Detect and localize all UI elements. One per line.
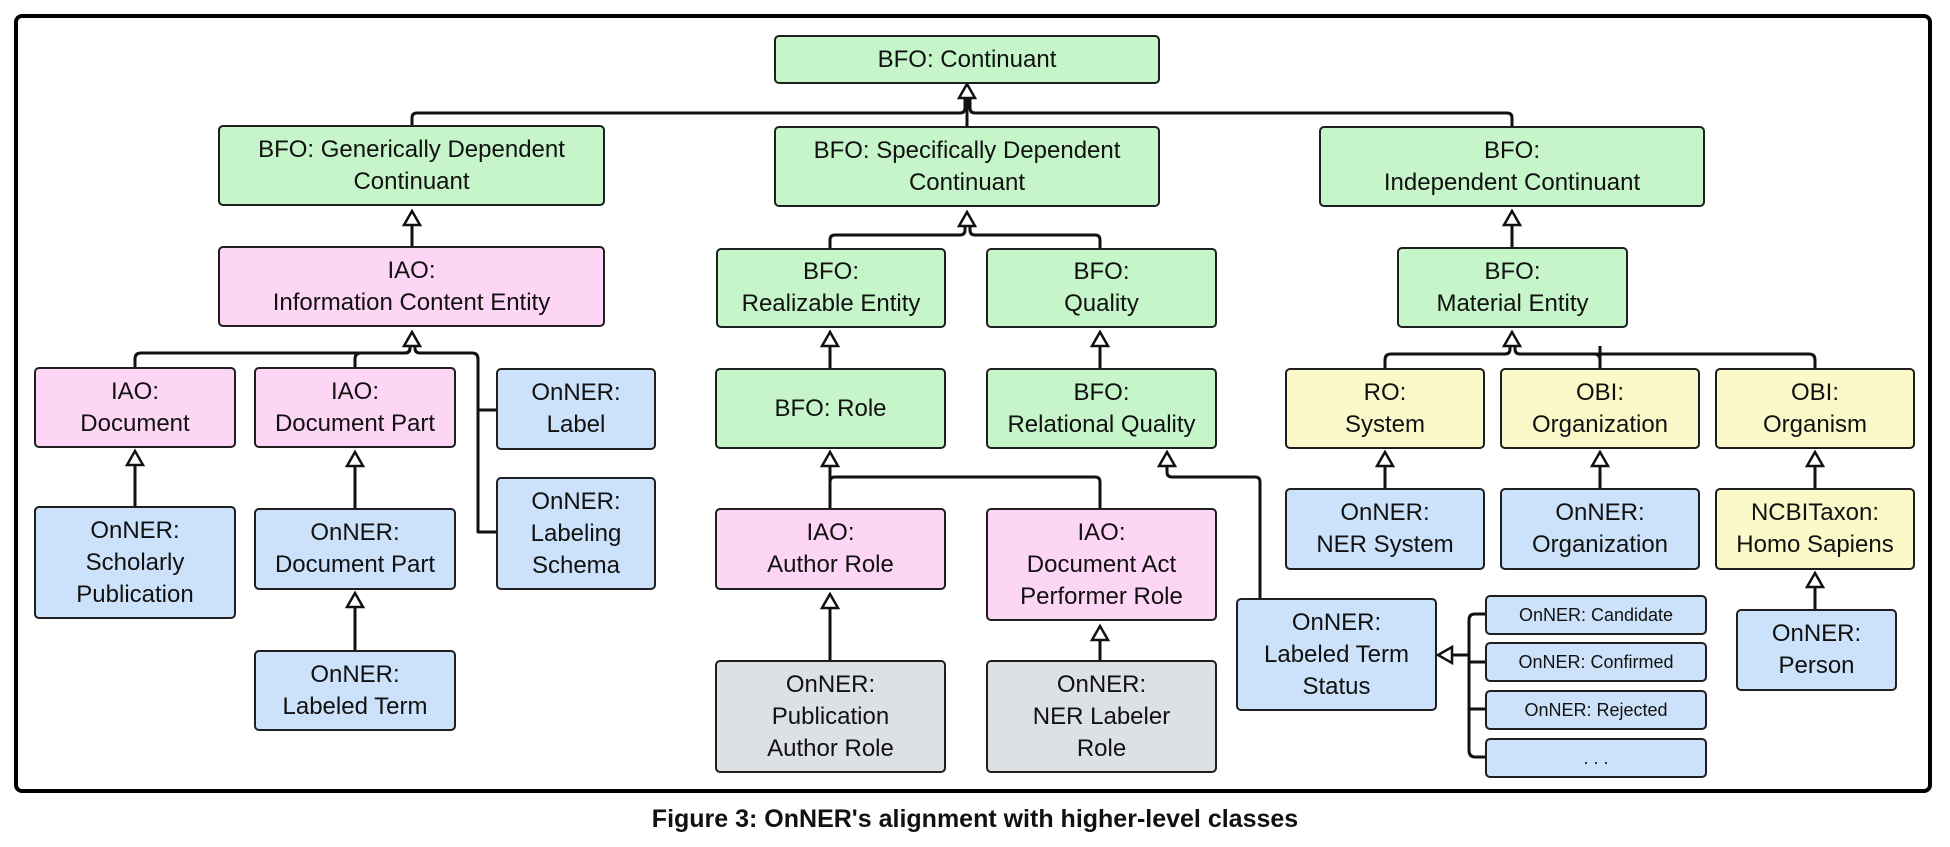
node-onner-candidate: OnNER: Candidate [1485,595,1707,635]
arrowhead-iao-document [124,448,146,467]
node-bfo-specifically-dependent-continuant: BFO: Specifically Dependent Continuant [774,126,1160,207]
arrowhead-iao-docpart [344,449,366,468]
node-onner-labeled-term: OnNER: Labeled Term [254,650,456,731]
arrowhead-ic [1501,208,1523,227]
edge-docpart-to-ice [353,346,412,367]
edge-status-values [1452,612,1485,759]
edge-gdc-to-continuant [410,98,967,125]
node-bfo-material-entity: BFO: Material Entity [1397,247,1628,328]
node-onner-ellipsis: . . . [1485,738,1707,778]
arrowhead-onner-docpart [344,590,366,609]
arrowhead-doc-act [1089,623,1111,642]
arrowhead-role [819,449,841,468]
arrowhead-continuant [956,81,978,100]
arrowhead-relquality [1156,449,1178,468]
edge-org-to-material [1513,346,1602,368]
arrowhead-author-role [819,591,841,610]
node-ncbitaxon-homo-sapiens: NCBITaxon: Homo Sapiens [1715,488,1915,570]
node-onner-ner-system: OnNER: NER System [1285,488,1485,570]
node-onner-publication-author-role: OnNER: Publication Author Role [715,660,946,773]
node-onner-document-part: OnNER: Document Part [254,508,456,590]
node-bfo-realizable-entity: BFO: Realizable Entity [716,248,946,328]
node-onner-ner-labeler-role: OnNER: NER Labeler Role [986,660,1217,773]
edge-system-to-material [1383,346,1512,368]
node-onner-label: OnNER: Label [496,368,656,450]
arrowhead-homo [1804,570,1826,589]
edge-realizable-to-sdc [828,226,967,248]
node-iao-information-content-entity: IAO: Information Content Entity [218,246,605,327]
figure-caption: Figure 3: OnNER's alignment with higher-… [651,805,1299,833]
diagram-frame [14,14,1932,793]
edge-ic-to-continuant [968,98,1514,126]
node-iao-document: IAO: Document [34,367,236,448]
node-onner-person: OnNER: Person [1736,609,1897,691]
node-onner-rejected: OnNER: Rejected [1485,690,1707,730]
arrowhead-material [1501,329,1523,348]
arrowhead-realizable [819,329,841,348]
arrowhead-sdc [956,209,978,228]
node-bfo-continuant: BFO: Continuant [774,35,1160,84]
node-iao-author-role: IAO: Author Role [715,508,946,590]
node-onner-organization: OnNER: Organization [1500,488,1700,570]
node-bfo-role: BFO: Role [715,368,946,449]
node-onner-labeled-term-status: OnNER: Labeled Term Status [1236,598,1437,711]
edge-document-to-ice [133,346,412,367]
arrowhead-lt-status [1435,644,1454,666]
edge-ltstatus-to-relquality [1165,466,1262,598]
arrowhead-system [1374,449,1396,468]
edge-organism-to-material [1520,352,1817,368]
node-bfo-independent-continuant: BFO: Independent Continuant [1319,126,1705,207]
arrowhead-organism [1804,449,1826,468]
edge-label-to-ice [413,346,496,412]
node-obi-organization: OBI: Organization [1500,368,1700,449]
node-iao-document-act-performer-role: IAO: Document Act Performer Role [986,508,1217,621]
node-bfo-relational-quality: BFO: Relational Quality [986,368,1217,449]
arrowhead-ice [401,329,423,348]
node-bfo-generically-dependent-continuant: BFO: Generically Dependent Continuant [218,125,605,206]
edge-quality-to-sdc [968,226,1102,248]
node-onner-scholarly-publication: OnNER: Scholarly Publication [34,506,236,619]
node-onner-labeling-schema: OnNER: Labeling Schema [496,477,656,590]
edge-schema-to-ice [476,410,496,534]
arrowhead-gdc [401,208,423,227]
node-onner-confirmed: OnNER: Confirmed [1485,642,1707,682]
node-obi-organism: OBI: Organism [1715,368,1915,449]
arrowhead-quality [1089,329,1111,348]
arrowhead-org [1589,449,1611,468]
node-ro-system: RO: System [1285,368,1485,449]
node-iao-document-part: IAO: Document Part [254,367,456,448]
edge-authorrole-to-role [828,475,1102,508]
node-bfo-quality: BFO: Quality [986,248,1217,328]
